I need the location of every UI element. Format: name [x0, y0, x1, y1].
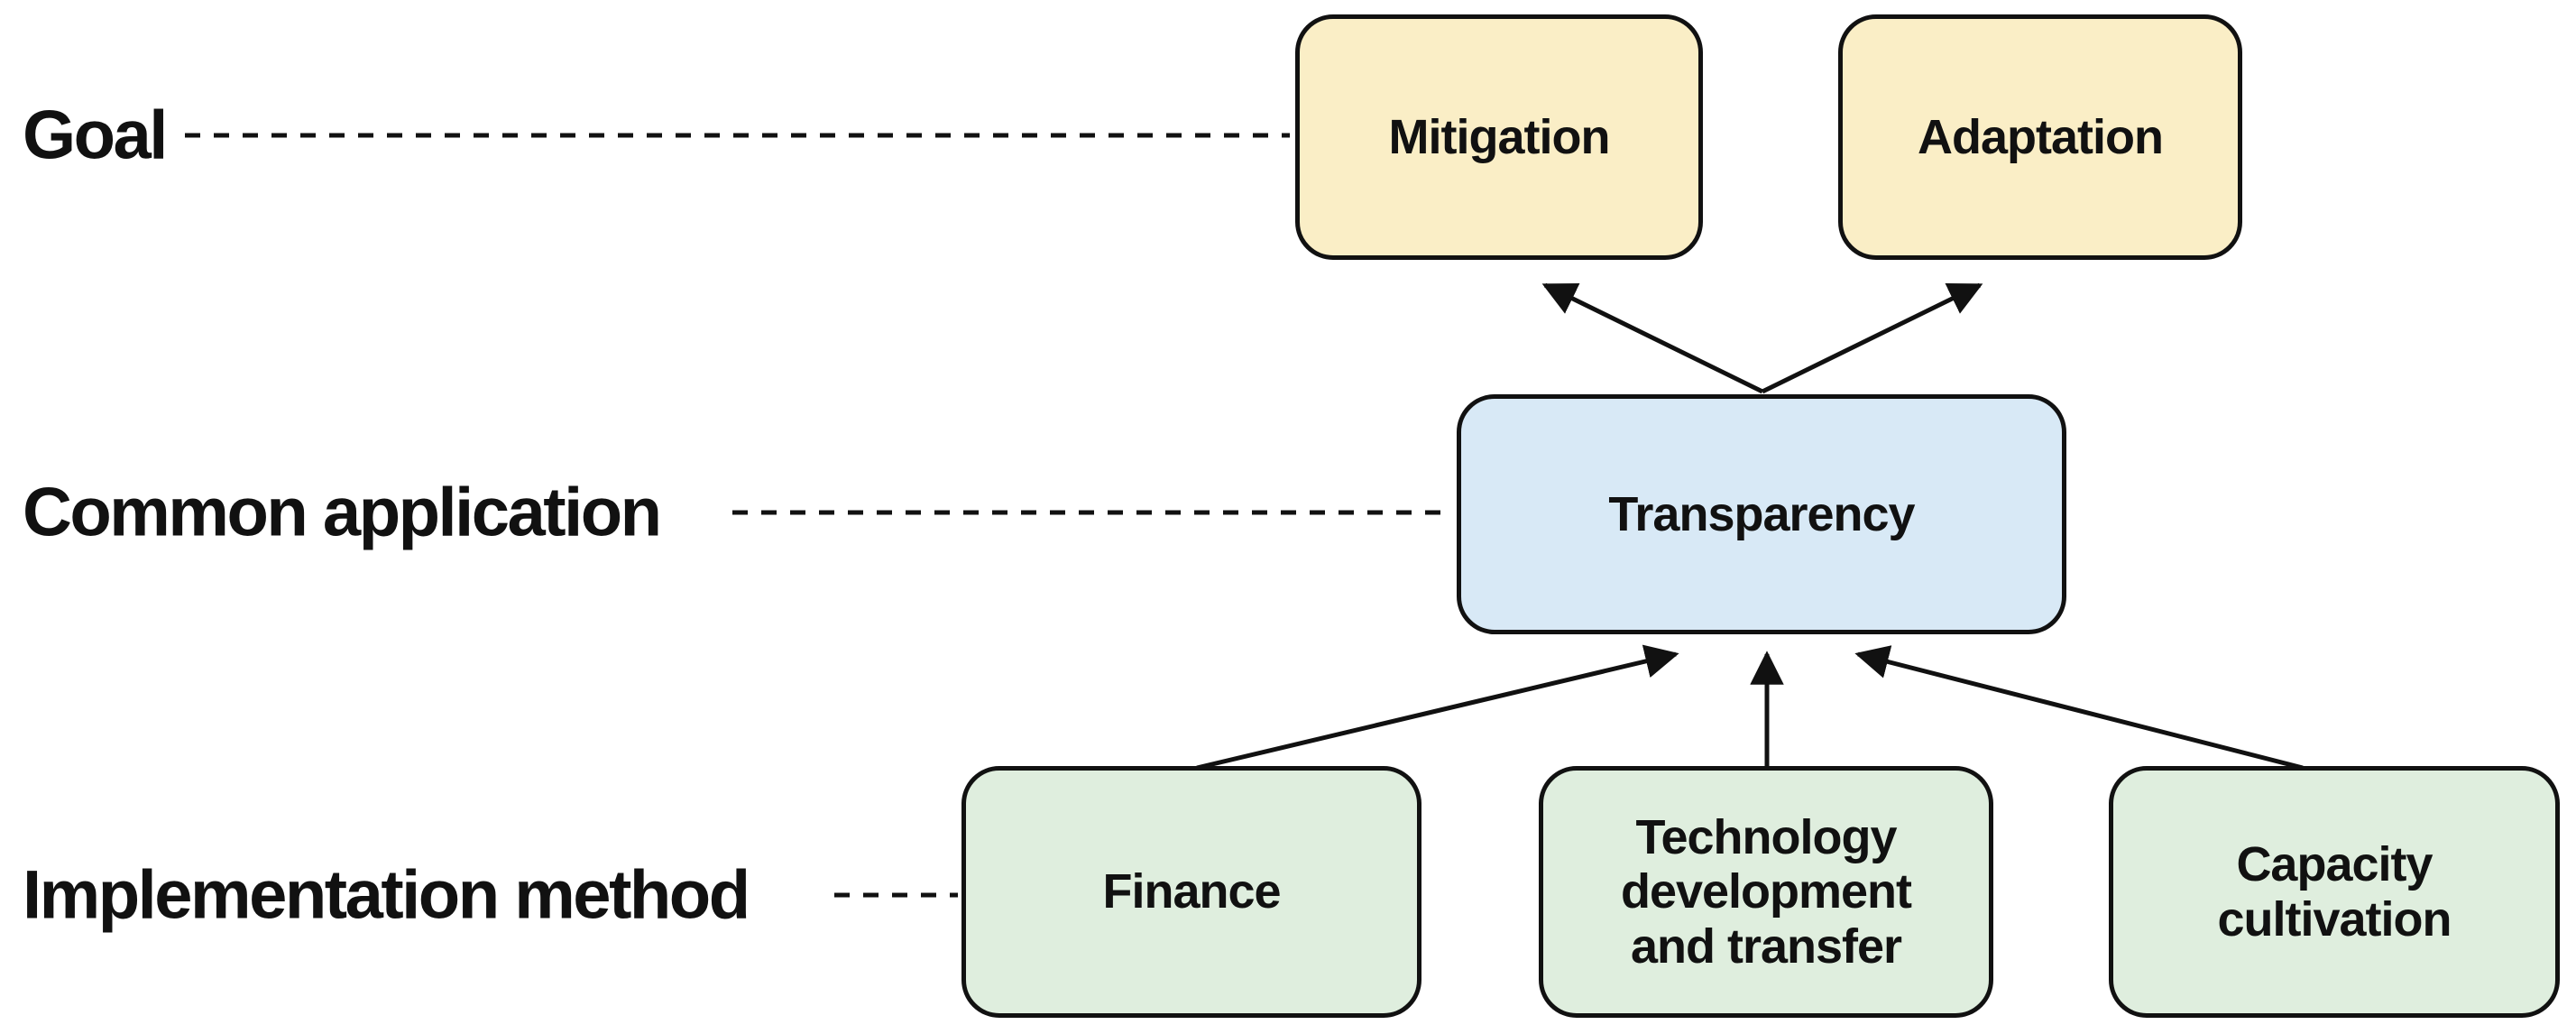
- node-finance-label: Finance: [1102, 864, 1281, 919]
- arrow-transparency-to-mitigation: [1541, 282, 1764, 394]
- node-mitigation-label: Mitigation: [1388, 109, 1611, 164]
- node-transparency-label: Transparency: [1608, 486, 1915, 541]
- node-finance: Finance: [961, 766, 1421, 1018]
- arrow-capacity-to-transparency: [1854, 645, 2304, 771]
- node-adaptation-label: Adaptation: [1918, 109, 2164, 164]
- arrow-finance-to-transparency: [1196, 644, 1679, 771]
- node-transparency: Transparency: [1457, 394, 2066, 634]
- node-capacity-cultivation: Capacity cultivation: [2109, 766, 2560, 1018]
- node-technology-development-transfer-label: Technology development and transfer: [1620, 809, 1912, 974]
- node-capacity-cultivation-label: Capacity cultivation: [2217, 837, 2452, 946]
- row-label-goal: Goal: [23, 97, 168, 174]
- node-adaptation: Adaptation: [1838, 14, 2242, 260]
- row-label-implementation-method: Implementation method: [23, 856, 750, 934]
- node-mitigation: Mitigation: [1295, 14, 1703, 260]
- arrow-transparency-to-adaptation: [1761, 282, 1983, 394]
- row-label-common-application: Common application: [23, 474, 662, 551]
- node-technology-development-transfer: Technology development and transfer: [1539, 766, 1993, 1018]
